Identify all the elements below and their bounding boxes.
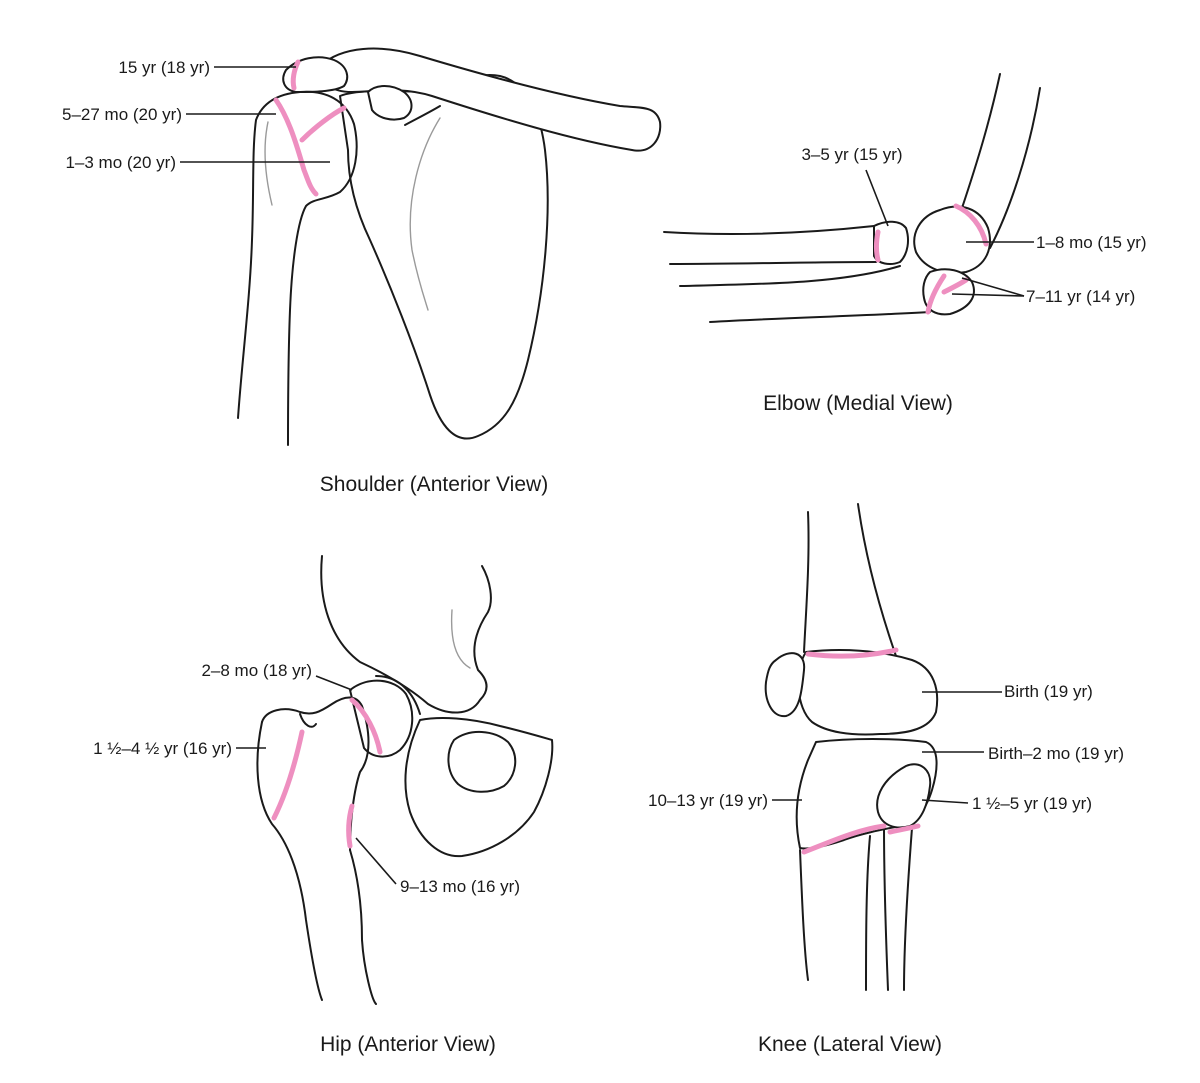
knee-panel: Birth (19 yr) Birth–2 mo (19 yr) 10–13 y…	[648, 503, 1124, 1056]
shoulder-growth-plates	[273, 59, 347, 197]
shoulder-panel: 15 yr (18 yr) 5–27 mo (20 yr) 1–3 mo (20…	[62, 47, 662, 496]
knee-femur	[764, 503, 939, 736]
knee-growth-plates	[801, 647, 921, 855]
knee-leaders	[772, 691, 1002, 804]
shoulder-scapula	[339, 74, 549, 440]
knee-title: Knee (Lateral View)	[758, 1033, 942, 1056]
hip-label-3: 9–13 mo (16 yr)	[400, 877, 520, 896]
elbow-humerus	[913, 73, 1041, 316]
hip-label-2: 1 ½–4 ½ yr (16 yr)	[93, 739, 232, 758]
elbow-label-2: 1–8 mo (15 yr)	[1036, 233, 1147, 252]
knee-tibia-fibula	[795, 738, 938, 991]
shoulder-leaders	[180, 66, 330, 163]
elbow-leaders	[865, 169, 1034, 297]
elbow-label-1: 3–5 yr (15 yr)	[801, 145, 902, 164]
hip-leaders	[236, 675, 397, 885]
hip-pelvis	[320, 555, 554, 858]
shoulder-humerus	[237, 90, 358, 446]
elbow-label-3: 7–11 yr (14 yr)	[1026, 287, 1135, 306]
knee-label-4: 1 ½–5 yr (19 yr)	[972, 794, 1092, 813]
knee-label-2: Birth–2 mo (19 yr)	[988, 744, 1124, 763]
elbow-title: Elbow (Medial View)	[763, 392, 953, 415]
shoulder-clavicle	[318, 47, 662, 152]
hip-panel: 2–8 mo (18 yr) 1 ½–4 ½ yr (16 yr) 9–13 m…	[93, 555, 554, 1056]
shoulder-label-2: 5–27 mo (20 yr)	[62, 105, 182, 124]
shoulder-label-1: 15 yr (18 yr)	[118, 58, 210, 77]
hip-femur	[256, 679, 414, 1005]
knee-label-1: Birth (19 yr)	[1004, 682, 1093, 701]
shoulder-title: Shoulder (Anterior View)	[320, 473, 548, 496]
elbow-panel: 3–5 yr (15 yr) 1–8 mo (15 yr) 7–11 yr (1…	[663, 73, 1147, 415]
elbow-forearm-bones	[663, 220, 931, 323]
shoulder-label-3: 1–3 mo (20 yr)	[65, 153, 176, 172]
elbow-growth-plates	[874, 203, 989, 315]
hip-title: Hip (Anterior View)	[320, 1033, 496, 1056]
knee-label-3: 10–13 yr (19 yr)	[648, 791, 768, 810]
shoulder-acromion	[282, 56, 349, 93]
hip-label-1: 2–8 mo (18 yr)	[201, 661, 312, 680]
hip-growth-plates	[271, 697, 383, 849]
